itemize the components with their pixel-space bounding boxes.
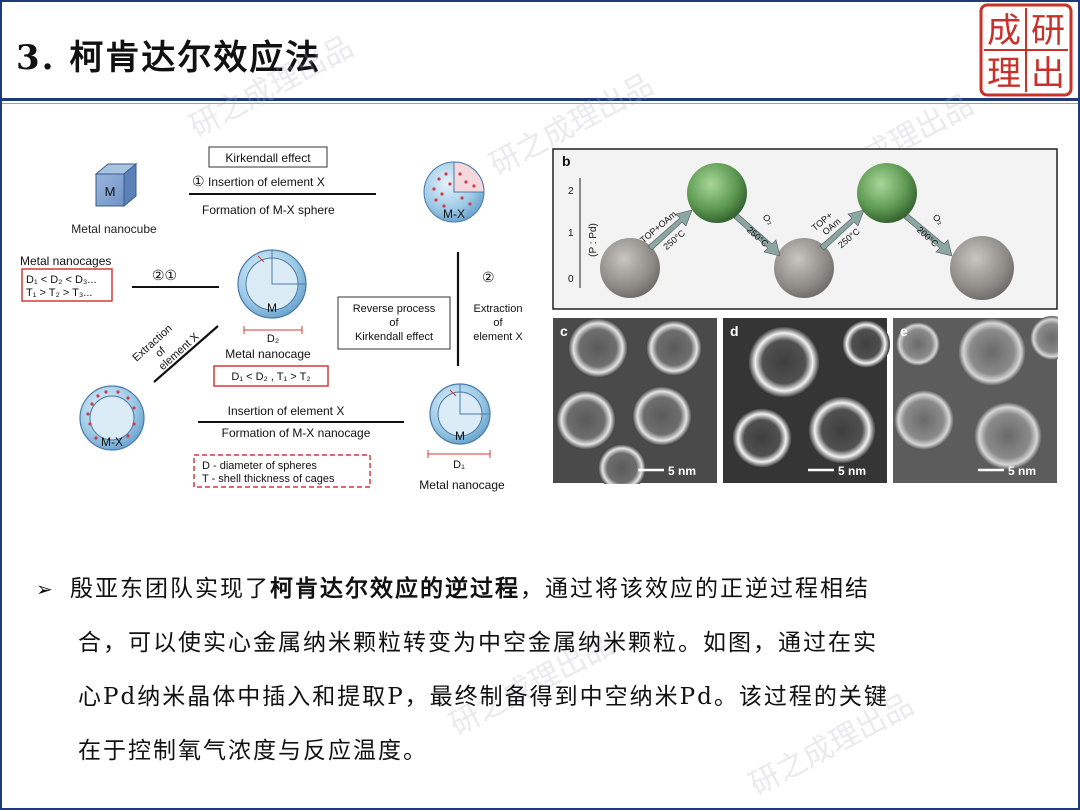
- panel-d: d 5 nm: [723, 318, 890, 483]
- extract-right-line1: Extraction: [474, 303, 523, 315]
- panel-c-label: c: [560, 323, 568, 339]
- nanocage-d2-caption: Metal nanocage: [225, 347, 311, 361]
- nanocage-d1: M: [430, 384, 490, 444]
- mx-nanocage: M-X: [80, 386, 144, 450]
- body-line-2: 合，可以使实心金属纳米颗粒转变为中空金属纳米颗粒。如图，通过在实: [36, 616, 1056, 670]
- kirkendall-box: Kirkendall effect: [225, 151, 311, 165]
- nanocages-line1: D₁ < D₂ < D₃...: [26, 274, 97, 286]
- step1-text: Insertion of element X: [208, 175, 325, 189]
- body-line1-b: ，通过将该效应的正逆过程相结: [520, 576, 870, 602]
- nanocage-d1-label: M: [455, 429, 465, 443]
- nanocage-d2: M: [238, 250, 306, 318]
- body-line-4: 在于控制氧气浓度与反应温度。: [36, 724, 1056, 778]
- nanocage-d1-caption: Metal nanocage: [419, 478, 505, 492]
- nanocage-d2-label: M: [267, 301, 277, 315]
- body-text: ➢殷亚东团队实现了柯肯达尔效应的逆过程，通过将该效应的正逆过程相结 合，可以使实…: [36, 562, 1056, 778]
- extract-right-line3: element X: [473, 331, 523, 343]
- pd-hollow-sphere: [950, 236, 1014, 300]
- nanocage-d2-diameter: D₂: [267, 333, 279, 345]
- panel-b: b 2 1 0 (P : Pd) TOP+OAm 250°C O₂ 250°C …: [553, 149, 1057, 309]
- panel-e-label: e: [900, 323, 908, 339]
- logo-seal: 成 研 理 出: [978, 2, 1074, 98]
- step21-number: ②①: [152, 267, 177, 283]
- scale-bar-c: 5 nm: [668, 464, 696, 478]
- kirkendall-schematic: M Metal nanocube Kirkendall effect ① Ins…: [14, 134, 534, 504]
- nanocages-line2: T₁ > T₂ > T₃...: [26, 287, 92, 299]
- nanocages-title: Metal nanocages: [20, 254, 111, 268]
- y-tick-2: 2: [568, 186, 574, 197]
- y-tick-0: 0: [568, 274, 574, 285]
- mx-nanocage-label: M-X: [101, 435, 123, 449]
- cube-caption: Metal nanocube: [71, 222, 157, 236]
- svg-text:成: 成: [987, 11, 1021, 51]
- body-line1-bold: 柯肯达尔效应的逆过程: [270, 575, 520, 602]
- slide-header: 3. 柯肯达尔效应法: [2, 2, 1078, 98]
- panel-e: e 5 nm: [893, 316, 1058, 483]
- reverse-box-line1: Reverse process: [353, 303, 436, 315]
- scale-bar-e: 5 nm: [1008, 464, 1036, 478]
- panel-c: c 5 nm: [553, 318, 717, 484]
- legend-d: D - diameter of spheres: [202, 460, 317, 472]
- svg-text:理: 理: [987, 54, 1021, 94]
- metal-nanocube: M: [96, 164, 136, 206]
- bullet-arrow-icon: ➢: [36, 562, 70, 616]
- panel-d-label: d: [730, 323, 739, 339]
- step1-number: ①: [192, 173, 205, 189]
- header-rule-thin: [2, 103, 1078, 104]
- body-line-3: 心Pd纳米晶体中插入和提取P，最终制备得到中空纳米Pd。该过程的关键: [36, 670, 1056, 724]
- svg-text:出: 出: [1031, 54, 1065, 94]
- mx-sphere: M-X: [424, 162, 484, 222]
- step1-subtext: Formation of M-X sphere: [202, 203, 335, 217]
- reverse-box-line3: Kirkendall effect: [355, 331, 433, 343]
- tem-figure: b 2 1 0 (P : Pd) TOP+OAm 250°C O₂ 250°C …: [552, 148, 1058, 484]
- step2-number: ②: [482, 269, 495, 285]
- panel-b-label: b: [562, 153, 571, 169]
- nanocage-d1-diameter: D₁: [453, 459, 465, 471]
- reverse-box-line2: of: [389, 317, 399, 329]
- legend-t: T - shell thickness of cages: [202, 473, 335, 485]
- slide-title: 3. 柯肯达尔效应法: [16, 30, 321, 79]
- insert2-subtext: Formation of M-X nanocage: [222, 426, 371, 440]
- header-rule: [2, 98, 1078, 101]
- extract-right-line2: of: [493, 317, 503, 329]
- y-axis-label: (P : Pd): [588, 223, 599, 257]
- insert2-text: Insertion of element X: [228, 404, 345, 418]
- y-tick-1: 1: [568, 228, 574, 239]
- svg-text:研: 研: [1031, 11, 1065, 51]
- body-line-1: ➢殷亚东团队实现了柯肯达尔效应的逆过程，通过将该效应的正逆过程相结: [36, 562, 1056, 616]
- cube-label: M: [105, 184, 116, 199]
- body-line1-a: 殷亚东团队实现了: [70, 576, 270, 602]
- nanocage-d2-box: D₁ < D₂ , T₁ > T₂: [231, 371, 310, 383]
- mx-sphere-label: M-X: [443, 207, 465, 221]
- scale-bar-d: 5 nm: [838, 464, 866, 478]
